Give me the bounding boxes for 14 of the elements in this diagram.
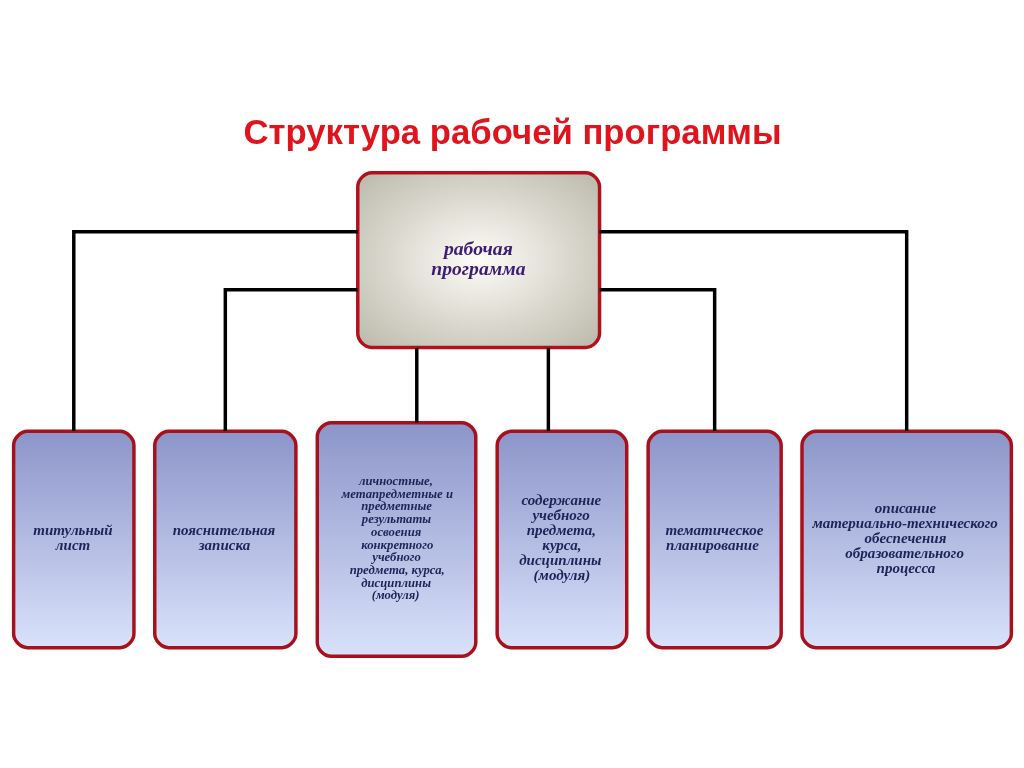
- connector: [546, 347, 550, 431]
- connector: [71, 229, 358, 431]
- node-box: пояснительная записка: [152, 429, 298, 649]
- node-box: титульный лист: [11, 429, 136, 649]
- connector: [599, 229, 908, 431]
- node-box: личностные, метапредметные и предметные результаты освоения конкретного учебного предмета, курса, дисциплины (модуля): [315, 420, 477, 658]
- connector: [414, 347, 418, 422]
- diagram-title: Структура рабочей программы: [243, 112, 782, 151]
- node-box: тематическое планирование: [645, 429, 783, 649]
- node-box: рабочая программа: [355, 170, 601, 349]
- connector: [599, 287, 716, 431]
- node-box: описание материально-технического обеспечения образовательного процесса: [799, 429, 1013, 649]
- node-box: содержание учебного предмета, курса, дисциплины (модуля): [494, 429, 628, 649]
- connector: [223, 287, 358, 431]
